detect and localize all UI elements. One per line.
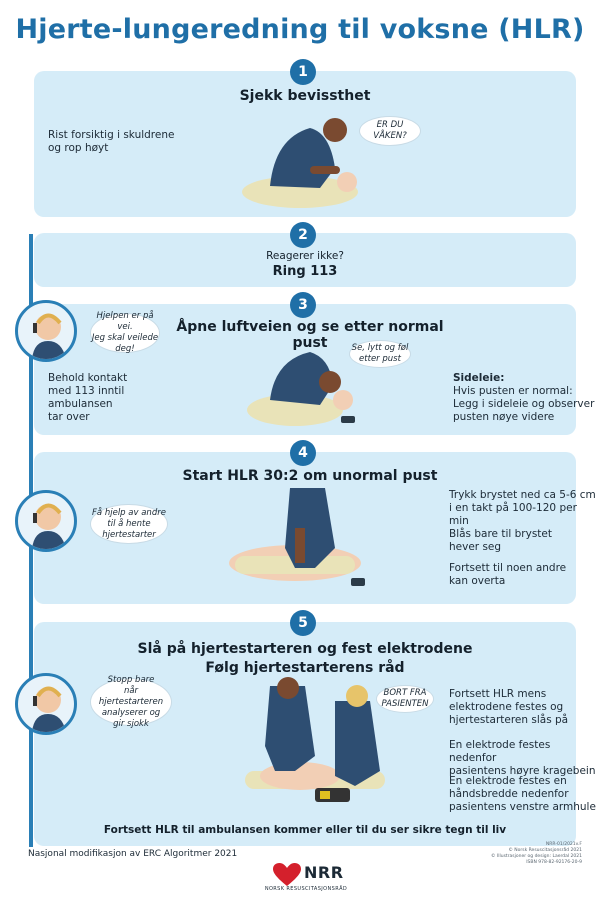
step-3-heading: Åpne luftveien og se etter normal pust [176,319,444,351]
logo-subtext: NORSK RESUSCITASJONSRÅD [264,886,348,892]
step-5-heading-line1: Slå på hjertestarteren og fest elektrode… [137,641,473,657]
chest-compression-illustration [229,488,365,586]
step-3-dispatcher-bubble: Hjelpen er på vei. Jeg skal veilede deg! [91,311,159,354]
heart-icon [273,863,301,886]
open-airway-illustration [247,352,355,426]
step-3-right-title: Sideleie: [453,372,505,384]
step-3-number: 3 [290,292,316,318]
step-3-speech-bubble: Se, lytt og føl etter pust [350,341,410,367]
step-3-left-text: Behold kontakt med 113 inntil ambulansen… [48,372,128,423]
step-2-heading: Ring 113 [272,264,338,279]
step-4-number: 4 [290,440,316,466]
step-4-dispatcher-bubble: Få hjelp av andre til å hente hjertestar… [91,505,167,543]
defibrillator-illustration [245,677,385,802]
step-5-item-3: En elektrode festes en håndsbredde neden… [449,775,596,813]
step-1-heading: Sjekk bevissthet [239,88,371,104]
step-4-heading: Start HLR 30:2 om unormal pust [182,468,438,484]
legal-text: NRR-01/2021v.F © Norsk Resuscitasjonsråd… [490,842,582,865]
step-1-number: 1 [290,59,316,85]
step-4-item-2: Blås bare til brystet hever seg [449,528,552,553]
nrr-logo: NRR NORSK RESUSCITASJONSRÅD [250,858,360,894]
dispatcher-headset-icon [32,313,66,359]
step-2-subheading: Reagerer ikke? [266,250,344,262]
dispatcher-avatar [15,490,77,552]
page-title: Hjerte-lungeredning til voksne (HLR) [15,14,585,45]
dispatcher-avatar [15,300,77,362]
step-5-dispatcher-bubble: Stopp bare når hjertestarteren analysere… [91,675,171,729]
step-5-footer: Fortsett HLR til ambulansen kommer eller… [103,824,507,836]
step-1-instruction: Rist forsiktig i skuldrene og rop høyt [48,129,175,154]
step-3-right-text: Hvis pusten er normal: Legg i sideleie o… [453,385,595,423]
dispatcher-headset-icon [32,503,66,549]
step-2-number: 2 [290,222,316,248]
step-5-speech-bubble: BORT FRA PASIENTEN [377,686,433,712]
step-5-number: 5 [290,610,316,636]
logo-text: NRR [304,863,344,882]
step-4-item-1: Trykk brystet ned ca 5-6 cm i en takt på… [449,489,596,527]
step-5-item-2: En elektrode festes nedenfor pasientens … [449,739,596,777]
step-4-item-3: Fortsett til noen andre kan overta [449,562,567,587]
step-5-item-1: Fortsett HLR mens elektrodene festes og … [449,688,569,726]
dispatcher-avatar [15,673,77,735]
bottom-note: Nasjonal modifikasjon av ERC Algoritmer … [28,849,238,859]
step-1-speech-bubble: ER DU VÅKEN? [360,117,420,145]
dispatcher-headset-icon [32,686,66,732]
check-consciousness-illustration [242,118,358,208]
step-5-heading-line2: Følg hjertestarterens råd [205,660,405,676]
